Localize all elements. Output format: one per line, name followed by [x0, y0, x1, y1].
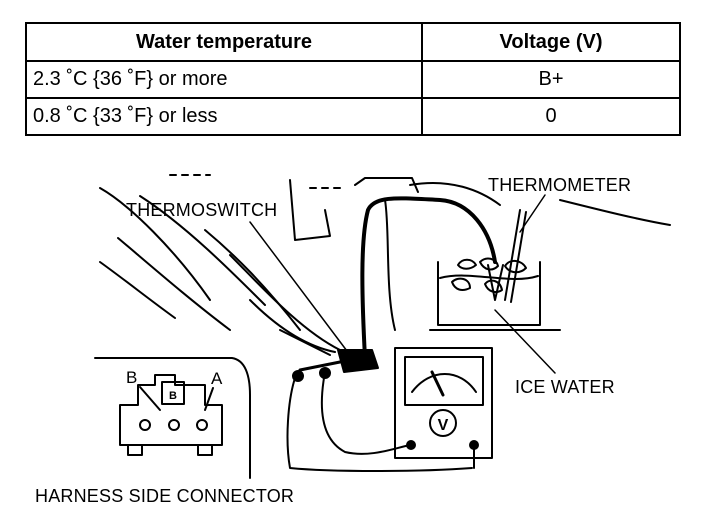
engine-outline — [384, 199, 396, 331]
connector-pin-label-a: A — [211, 369, 223, 388]
pin-leader-line — [204, 387, 214, 411]
label-thermometer: THERMOMETER — [488, 175, 632, 195]
hose-clamp — [354, 177, 419, 193]
engine-outline — [204, 229, 301, 331]
spec-table: Water temperature Voltage (V) 2.3 ˚C {36… — [25, 22, 681, 136]
header-voltage: Voltage (V) — [421, 22, 681, 62]
leader-thermoswitch — [249, 221, 351, 356]
connector-panel-outline — [94, 357, 251, 479]
pin-leader-line — [139, 386, 161, 411]
table-row: 0.8 ˚C {33 ˚F} or less 0 — [25, 97, 681, 136]
engine-outline — [229, 254, 341, 351]
connector-pin-label-b-top: B — [169, 390, 177, 402]
engine-outline — [99, 187, 211, 301]
label-thermoswitch: THERMOSWITCH — [126, 200, 278, 220]
engine-outline — [249, 299, 336, 353]
cell-temperature: 0.8 ˚C {33 ˚F} or less — [25, 97, 423, 136]
voltmeter-scale — [411, 373, 477, 393]
leader-thermometer — [519, 194, 546, 233]
engine-outline — [117, 237, 231, 331]
cell-voltage: B+ — [421, 60, 681, 99]
engine-outline — [289, 179, 331, 241]
ice-cube — [457, 258, 477, 270]
connector-latch — [161, 381, 185, 405]
connector-pin — [196, 419, 208, 431]
header-water-temperature: Water temperature — [25, 22, 423, 62]
leader-ice-water — [494, 309, 556, 374]
connector-pin-label-b: B — [126, 368, 138, 387]
thermoswitch-body — [337, 349, 379, 373]
voltmeter-window — [404, 356, 484, 406]
label-ice-water: ICE WATER — [515, 377, 615, 397]
connector-foot — [197, 444, 213, 456]
meter-lead-positive — [320, 371, 411, 455]
voltmeter-symbol: V — [438, 417, 449, 434]
probe-tip — [292, 370, 304, 382]
connector-pin — [139, 419, 151, 431]
label-harness-side-connector: HARNESS SIDE CONNECTOR — [35, 486, 295, 506]
harness-connector-body — [119, 374, 223, 446]
ice-water-container — [437, 261, 541, 326]
meter-lead-negative — [286, 377, 473, 472]
cell-voltage: 0 — [421, 97, 681, 136]
water-surface — [439, 274, 539, 280]
probe-lead — [298, 360, 342, 372]
connector-pin — [168, 419, 180, 431]
engine-outline — [409, 181, 501, 206]
ice-cube — [479, 257, 499, 271]
voltmeter-dial — [429, 409, 457, 437]
voltmeter-needle — [430, 370, 445, 397]
engine-outline — [559, 199, 671, 226]
engine-outline — [99, 261, 176, 319]
cell-temperature: 2.3 ˚C {36 ˚F} or more — [25, 60, 423, 99]
voltmeter-body — [394, 347, 493, 459]
connector-foot — [127, 444, 143, 456]
ice-cube — [451, 277, 471, 291]
thermometer-stem — [504, 209, 521, 301]
thermoswitch-lead — [360, 196, 497, 360]
thermoswitch-probe — [487, 264, 504, 301]
engine-outline — [139, 195, 266, 306]
probe-tip — [319, 367, 331, 379]
voltmeter-terminal — [406, 440, 416, 450]
table-header-row: Water temperature Voltage (V) — [25, 22, 681, 62]
table-row: 2.3 ˚C {36 ˚F} or more B+ — [25, 60, 681, 99]
